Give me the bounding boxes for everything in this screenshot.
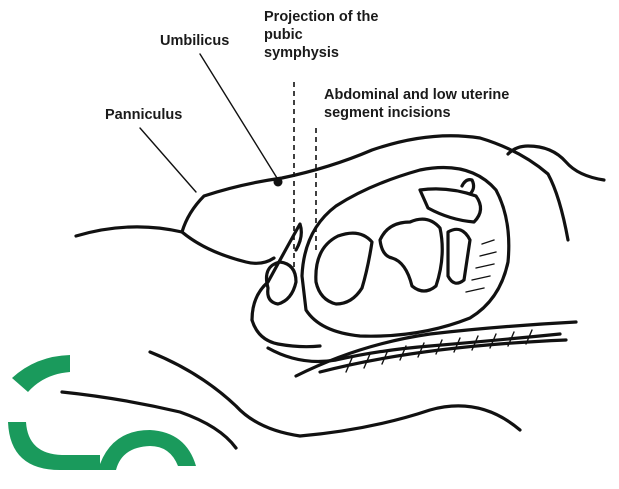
- watermark-arc-bottom: [8, 422, 100, 470]
- incisions-label: Abdominal and low uterine segment incisi…: [324, 86, 509, 122]
- back-contour: [508, 146, 604, 180]
- fetus: [316, 180, 496, 304]
- fetus-arm: [448, 229, 470, 283]
- pubic-projection-line-3: symphysis: [264, 44, 378, 62]
- panniculus-label-text: Panniculus: [105, 106, 182, 124]
- pubic-projection-line-2: pubic: [264, 26, 378, 44]
- umbilicus-label: Umbilicus: [160, 32, 229, 50]
- pubic-projection-line-1: Projection of the: [264, 8, 378, 26]
- umbilicus-leader: [200, 54, 277, 178]
- fetus-body: [380, 219, 442, 291]
- umbilicus-marker: [274, 178, 283, 187]
- panniculus-fold: [182, 232, 274, 263]
- watermark-arc-top: [12, 355, 70, 392]
- pubic-projection-label: Projection of the pubic symphysis: [264, 8, 378, 62]
- watermark-arc-right: [98, 430, 196, 470]
- panniculus-leader: [140, 128, 196, 192]
- umbilicus-label-text: Umbilicus: [160, 32, 229, 50]
- fetus-head: [316, 233, 372, 304]
- incisions-line-2: segment incisions: [324, 104, 509, 122]
- uterus-outline: [302, 168, 509, 337]
- watermark-logo: [8, 355, 196, 470]
- vertebra-tick: [418, 343, 424, 357]
- perineum: [252, 320, 320, 347]
- panniculus-label: Panniculus: [105, 106, 182, 124]
- placenta-hatching: [466, 240, 496, 292]
- bladder: [267, 262, 297, 304]
- incisions-line-1: Abdominal and low uterine: [324, 86, 509, 104]
